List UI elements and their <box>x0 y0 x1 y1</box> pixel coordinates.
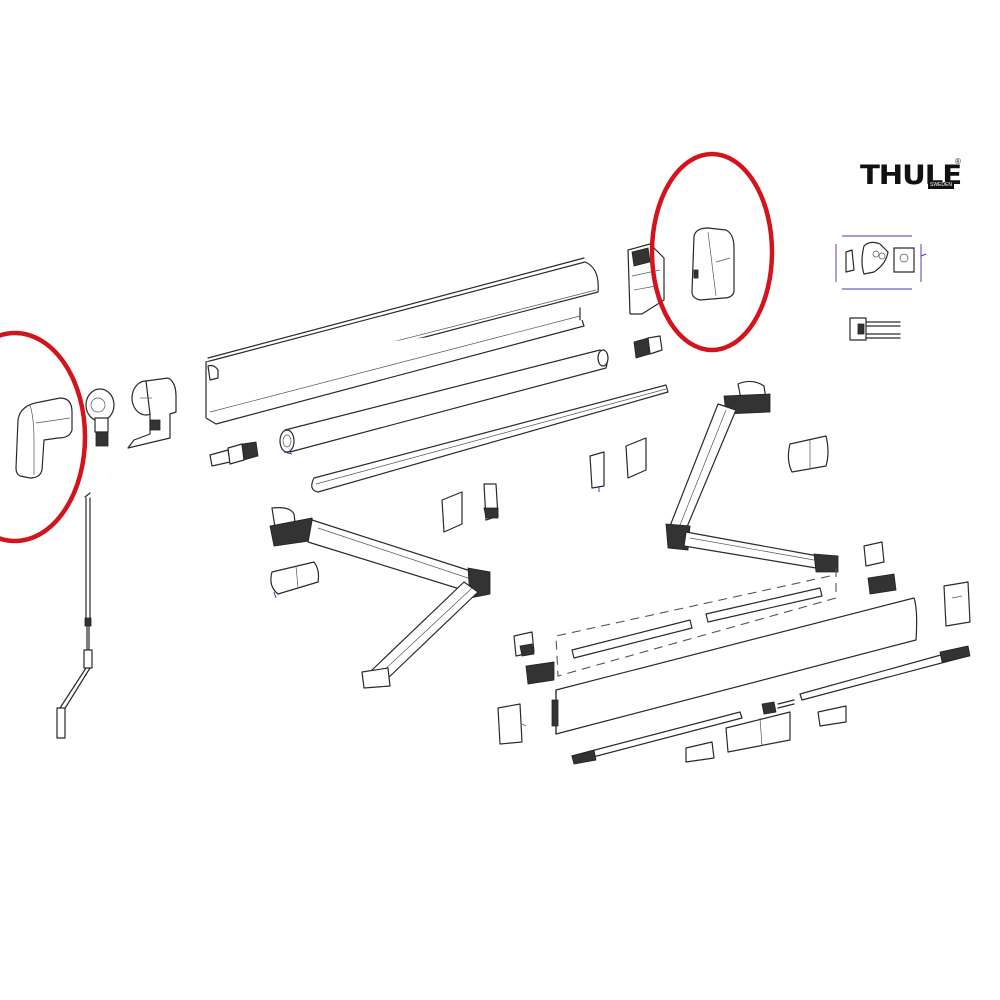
left-arm <box>269 507 491 689</box>
arm-covers-left <box>270 561 320 599</box>
tension-bars <box>555 568 837 677</box>
right-end-bracket <box>627 243 665 315</box>
front-rail <box>551 597 918 735</box>
awning-case-profile <box>205 257 599 425</box>
roller-end-plug-right <box>633 335 663 359</box>
front-rail-end-caps <box>497 541 971 745</box>
left-end-bracket <box>127 377 177 449</box>
registered-mark: ® <box>955 157 961 166</box>
left-end-cap-cover <box>15 397 73 479</box>
lower-lip-profile <box>311 384 669 493</box>
highlight-ellipse-left <box>0 330 88 544</box>
inset-kit-parts <box>835 235 927 341</box>
right-end-cap-cover <box>691 227 735 301</box>
support-legs <box>571 645 971 765</box>
logo-subtext: SWEDEN <box>928 182 954 189</box>
roller-tube <box>279 349 609 455</box>
left-gear-hub <box>85 388 115 447</box>
crank-handle <box>56 492 93 739</box>
right-arm <box>665 380 839 573</box>
highlight-ellipse-right <box>649 151 775 353</box>
mounting-brackets <box>441 437 647 533</box>
arm-cover-right <box>787 435 829 473</box>
roller-end-plug-left <box>209 441 259 467</box>
